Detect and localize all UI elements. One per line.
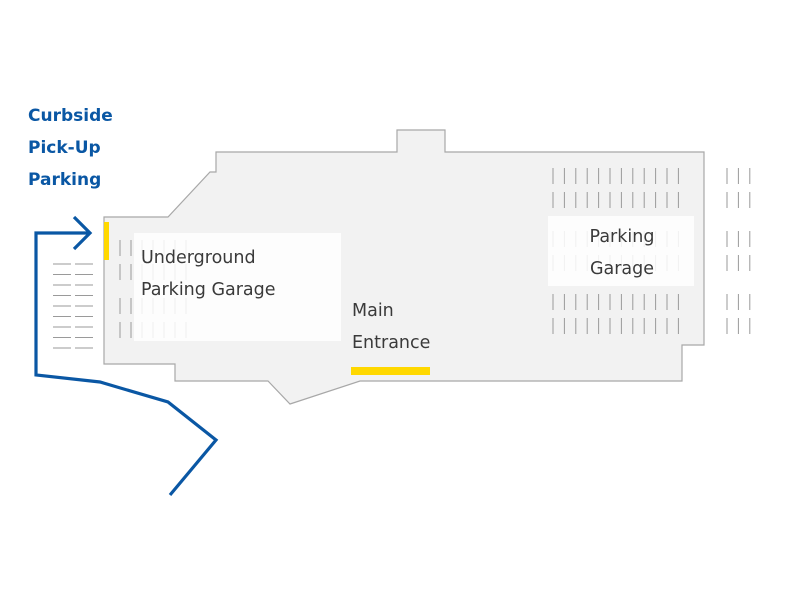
title-line-3: Parking [28,170,102,190]
main-entrance-label: Main Entrance [352,301,431,353]
parking-garage-label: Parking Garage [589,227,655,279]
side-entrance-marker [104,222,109,260]
underground-label-panel [134,233,341,341]
route-arrowhead-icon [72,215,93,251]
title-line-1: Curbside [28,106,113,126]
garage-label-panel [548,216,694,286]
curbside-pickup-title: Curbside Pick-Up Parking [28,100,113,196]
main-entrance-marker [351,367,430,375]
underground-garage-label: Underground Parking Garage [141,248,276,300]
curbside-route [34,231,219,497]
title-line-2: Pick-Up [28,138,101,158]
